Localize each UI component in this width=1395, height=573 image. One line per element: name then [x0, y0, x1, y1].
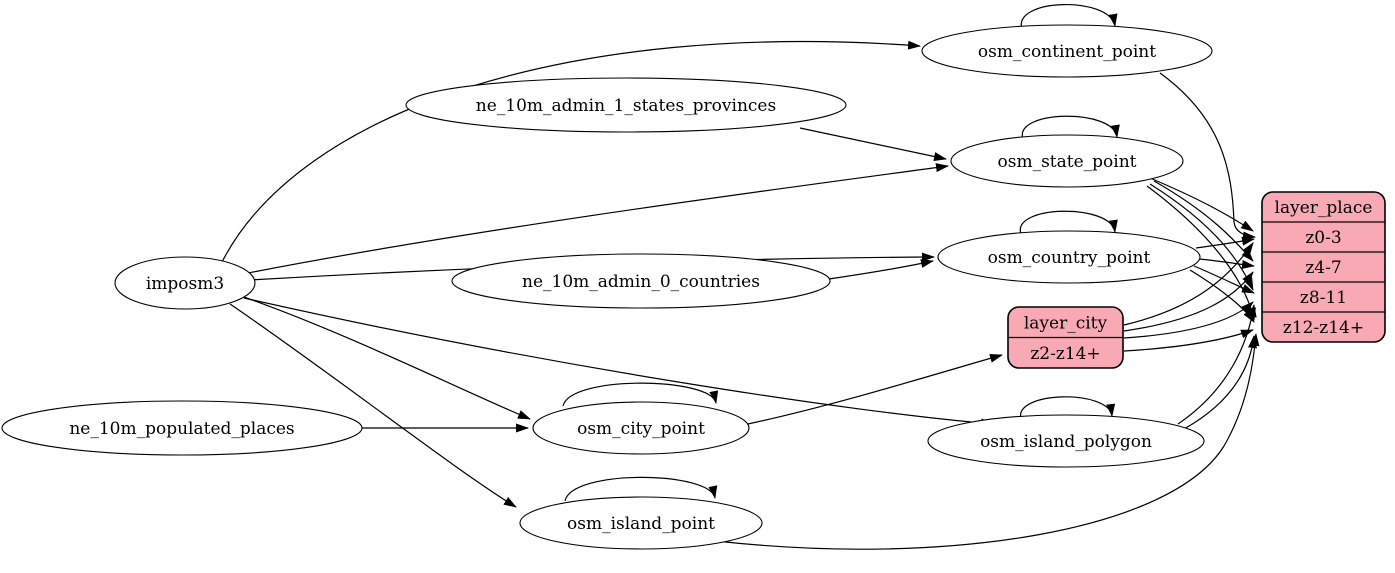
node-label-osm_island_polygon: osm_island_polygon [980, 432, 1152, 452]
edge-layer_city--layer_place:z0-3 [1123, 242, 1254, 326]
self-loop-osm_island_point [564, 476, 718, 502]
node-shape-osm_country_point [937, 230, 1201, 284]
edge-osm_city_point--layer_city:z2-z14+ [747, 353, 1003, 425]
node-label-osm_state_point: osm_state_point [998, 152, 1137, 172]
edge-ne_10m_admin_0_countries--osm_country_point [828, 259, 934, 280]
node-shape-ne_10m_populated_places [1, 400, 363, 456]
edge-imposm3--osm_island_point [229, 303, 517, 508]
node-osm_country_point: osm_country_point [937, 230, 1201, 284]
record-header-layer_place: layer_place [1275, 198, 1373, 218]
node-osm_island_polygon: osm_island_polygon [927, 414, 1205, 468]
node-ne_10m_populated_places: ne_10m_populated_places [1, 400, 363, 456]
edge-imposm3--osm_city_point [237, 294, 531, 420]
record-shape-layer_place [1261, 191, 1386, 343]
record-row-layer_place-z0-3: z0-3 [1305, 228, 1341, 248]
record-row-layer_place-z8-11: z8-11 [1300, 288, 1347, 308]
self-loop-osm_city_point [562, 382, 719, 407]
node-shape-osm_island_point [519, 496, 763, 550]
self-loop-osm_country_point [1019, 210, 1118, 235]
record-header-layer_city: layer_city [1024, 313, 1108, 333]
edge-osm_country_point--layer_place:z0-3 [1195, 236, 1255, 249]
node-osm_continent_point: osm_continent_point [921, 24, 1213, 78]
edge-layer_city--layer_place:z4-7 [1123, 271, 1254, 332]
node-osm_state_point: osm_state_point [950, 134, 1184, 188]
node-label-osm_island_point: osm_island_point [567, 514, 715, 534]
self-loop-osm_state_point [1021, 115, 1120, 140]
node-layer_city: layer_city z2-z14+ [1007, 306, 1124, 369]
node-shape-ne_10m_admin_0_countries [451, 253, 831, 309]
node-shape-imposm3 [114, 256, 256, 310]
record-row-layer_place-z12-z14+: z12-z14+ [1283, 318, 1364, 338]
node-label-osm_continent_point: osm_continent_point [978, 42, 1156, 62]
edge-osm_country_point--layer_place:z8-11 [1193, 265, 1255, 294]
node-shape-osm_city_point [532, 401, 750, 455]
node-label-osm_city_point: osm_city_point [577, 419, 705, 439]
edge-osm_island_point--layer_place:z12-z14+ [715, 333, 1260, 550]
node-label-ne_10m_admin_1_states_provinces: ne_10m_admin_1_states_provinces [476, 96, 776, 116]
record-row-layer_place-z4-7: z4-7 [1305, 258, 1341, 278]
node-shape-osm_state_point [950, 134, 1184, 188]
node-ne_10m_admin_1_states_provinces: ne_10m_admin_1_states_provinces [405, 77, 847, 133]
node-shape-ne_10m_admin_1_states_provinces [405, 77, 847, 133]
edge-ne_10m_admin_1_states_provinces--osm_state_point [799, 127, 947, 161]
node-label-osm_country_point: osm_country_point [988, 248, 1151, 268]
edge-osm_island_polygon--layer_place:z8-11 [1177, 304, 1257, 425]
edge-osm_island_polygon--layer_place:z12-z14+ [1183, 335, 1257, 430]
node-label-ne_10m_populated_places: ne_10m_populated_places [69, 419, 294, 439]
edge-osm_country_point--layer_place:z4-7 [1198, 258, 1255, 269]
node-ne_10m_admin_0_countries: ne_10m_admin_0_countries [451, 253, 831, 309]
nodes-layer: imposm3 ne_10m_admin_1_states_provincesne… [1, 24, 1386, 550]
edge-imposm3--osm_island_polygon [243, 297, 994, 428]
node-osm_city_point: osm_city_point [532, 401, 750, 455]
edge-imposm3--osm_continent_point [221, 40, 921, 263]
node-label-imposm3: imposm3 [146, 274, 224, 294]
node-osm_island_point: osm_island_point [519, 496, 763, 550]
node-shape-osm_continent_point [921, 24, 1213, 78]
edge-osm_state_point--layer_place:z0-3 [1149, 177, 1254, 232]
record-row-layer_city-z2-z14+: z2-z14+ [1030, 344, 1100, 364]
edge-layer_city--layer_place:z8-11 [1123, 301, 1254, 339]
node-label-ne_10m_admin_0_countries: ne_10m_admin_0_countries [522, 272, 760, 292]
self-loop-osm_island_polygon [1020, 396, 1116, 420]
edge-layer_city--layer_place:z12-z14+ [1123, 329, 1254, 352]
edge-imposm3--osm_state_point [247, 163, 949, 274]
edge-osm_continent_point--layer_place:z0-3 [1159, 72, 1256, 241]
node-layer_place: layer_place z0-3 z4-7 z8-11 z12-z14+ [1261, 191, 1386, 343]
node-imposm3: imposm3 [114, 256, 256, 310]
edges-layer [221, 4, 1260, 550]
self-loop-osm_continent_point [1020, 4, 1118, 30]
node-shape-osm_island_polygon [927, 414, 1205, 468]
